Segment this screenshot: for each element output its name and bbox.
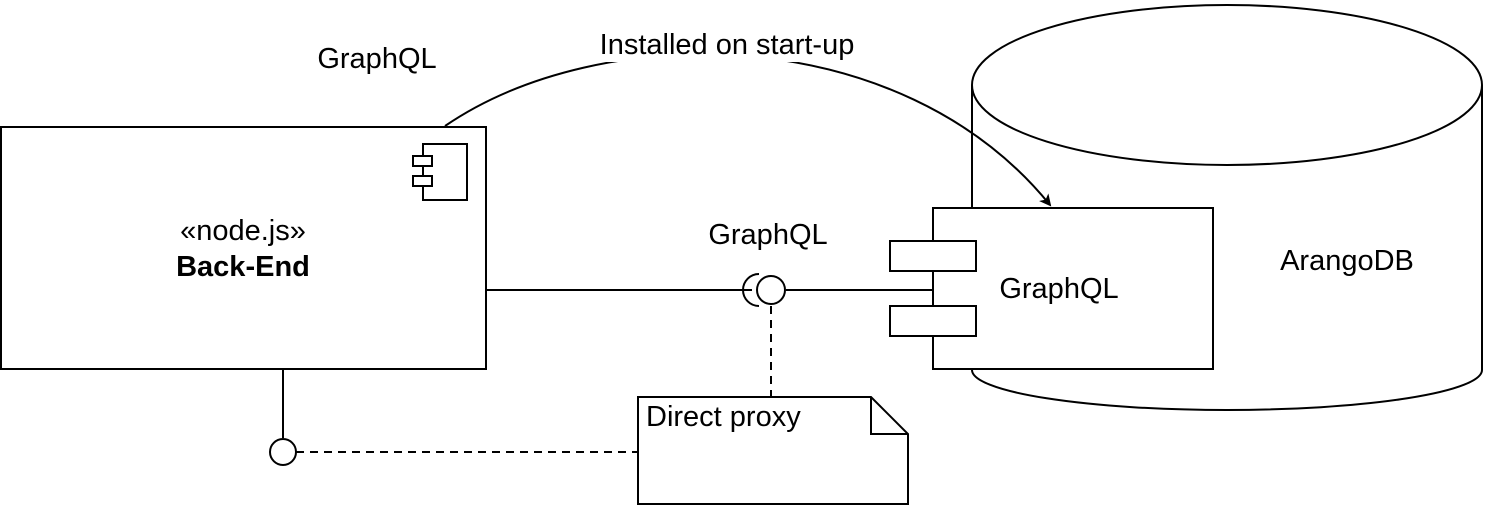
graphql-port-top xyxy=(889,240,977,272)
graphql-top-label: GraphQL xyxy=(317,43,436,75)
backend-component xyxy=(0,126,487,370)
component-icon xyxy=(412,143,468,201)
graphql-port-bottom xyxy=(889,305,977,337)
backend-stereotype: «node.js» xyxy=(180,215,306,247)
arangodb-label: ArangoDB xyxy=(1280,245,1414,277)
installed-label-bg xyxy=(580,26,870,62)
note-direct-proxy xyxy=(637,396,909,505)
graphql-component-label: GraphQL xyxy=(999,273,1118,305)
installed-label: Installed on start-up xyxy=(600,29,855,61)
note-text: Direct proxy xyxy=(646,401,801,433)
install-arrow xyxy=(444,53,1052,207)
required-socket xyxy=(742,273,760,307)
graphql-component xyxy=(932,207,1214,370)
backend-name: Back-End xyxy=(176,251,310,283)
backend-lower-lollipop xyxy=(269,438,297,466)
provided-lollipop xyxy=(756,275,786,305)
interface-label: GraphQL xyxy=(708,219,827,251)
